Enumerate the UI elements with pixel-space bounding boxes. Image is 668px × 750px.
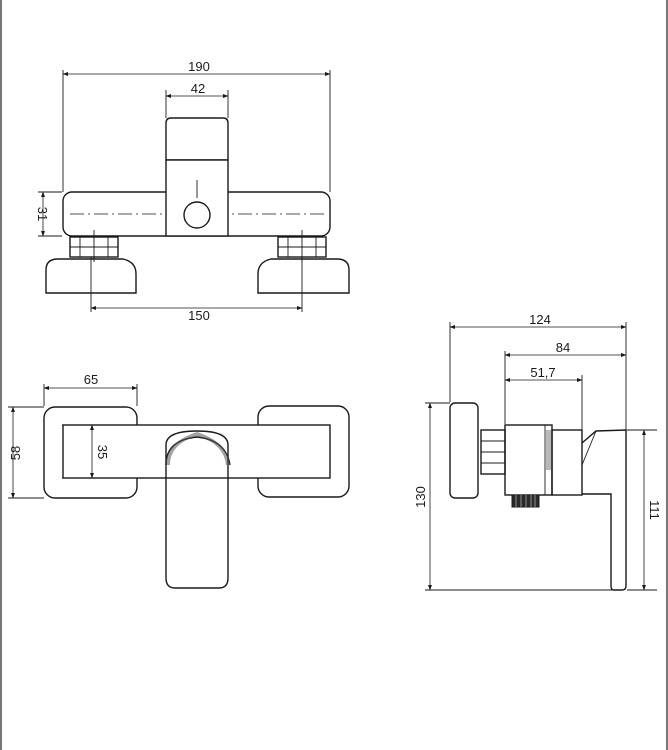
dim-inlet-centers: 150 — [188, 308, 210, 323]
dim-body-height: 31 — [35, 207, 50, 221]
dim-handle-width: 42 — [191, 81, 205, 96]
dim-depth-to-body: 51,7 — [530, 365, 555, 380]
dim-overall-height: 130 — [413, 486, 428, 508]
dim-handle-height: 111 — [647, 500, 662, 520]
dim-overall-width: 190 — [188, 59, 210, 74]
dim-flange-width: 65 — [84, 372, 98, 387]
dim-depth-to-handle: 84 — [556, 340, 570, 355]
side-view: 124 84 51,7 130 111 — [413, 312, 662, 591]
dim-overall-depth: 124 — [529, 312, 551, 327]
dim-flange-height: 58 — [8, 446, 23, 460]
front-view: 190 42 31 150 — [35, 59, 350, 323]
top-view: 65 58 35 — [8, 372, 350, 589]
dim-body-depth: 35 — [95, 445, 110, 459]
